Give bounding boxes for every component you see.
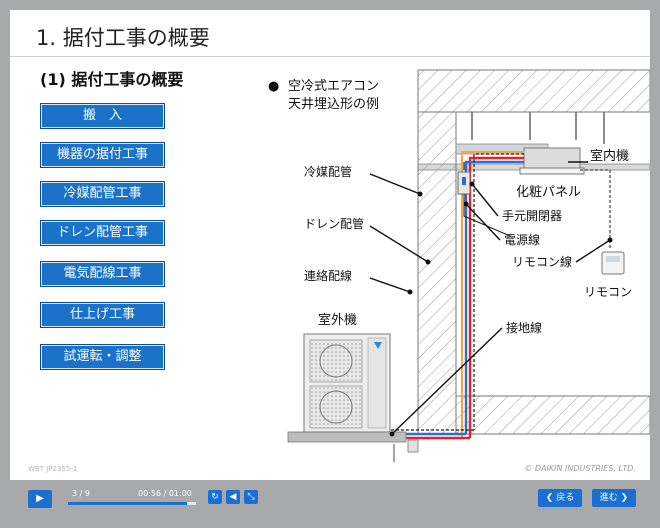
- progress-fill: [68, 502, 188, 505]
- volume-button[interactable]: ◀: [226, 490, 240, 504]
- label-power-line: 電源線: [504, 232, 540, 247]
- outdoor-base: [287, 431, 407, 443]
- label-hand-switch: 手元開閉器: [502, 209, 562, 223]
- menu-button-refrigerant-piping[interactable]: 冷媒配管工事: [40, 181, 165, 207]
- label-drain-pipe: ドレン配管: [304, 216, 364, 231]
- progress-bar[interactable]: [68, 502, 196, 505]
- slide-counter: 3 / 9: [72, 489, 90, 498]
- diagram-caption-line1: 空冷式エアコン: [288, 79, 379, 94]
- indoor-unit: [523, 147, 581, 169]
- play-icon: ▶: [36, 493, 44, 504]
- caption-bullet: ●: [268, 79, 279, 94]
- section-subtitle: (1) 据付工事の概要: [40, 70, 184, 89]
- replay-icon: ↻: [211, 492, 219, 502]
- volume-icon: ◀: [229, 492, 237, 502]
- menu-button-equipment-install[interactable]: 機器の据付工事: [40, 142, 165, 168]
- diagram-caption-line2: 天井埋込形の例: [288, 97, 379, 112]
- next-button[interactable]: 進む ❯: [592, 489, 636, 507]
- menu-button-electrical-wiring[interactable]: 電気配線工事: [40, 261, 165, 287]
- copyright: © DAIKIN INDUSTRIES, LTD.: [524, 464, 636, 473]
- label-remote-line: リモコン線: [512, 254, 572, 269]
- fullscreen-button[interactable]: ⤡: [244, 490, 258, 504]
- label-ground-wire: 接地線: [506, 320, 542, 335]
- menu-button-delivery[interactable]: 搬 入: [40, 103, 165, 129]
- replay-button[interactable]: ↻: [208, 490, 222, 504]
- label-indoor-unit: 室内機: [590, 148, 629, 164]
- slide-canvas: 1. 据付工事の概要 (1) 据付工事の概要 搬 入 機器の据付工事 冷媒配管工…: [10, 10, 650, 480]
- label-outdoor-unit: 室外機: [318, 312, 357, 328]
- label-connecting-wire: 連絡配線: [304, 268, 352, 283]
- menu-button-drain-piping[interactable]: ドレン配管工事: [40, 220, 165, 246]
- label-refrigerant-pipe: 冷媒配管: [304, 164, 352, 179]
- menu-button-finishing[interactable]: 仕上げ工事: [40, 302, 165, 328]
- time-readout: 00:56 / 01:00: [138, 489, 192, 498]
- wall: [417, 111, 457, 435]
- decorative-panel: [519, 167, 585, 175]
- menu-button-test-run[interactable]: 試運転・調整: [40, 344, 165, 370]
- label-decorative-panel: 化粧パネル: [516, 185, 581, 200]
- slide-title: 1. 据付工事の概要: [36, 26, 210, 50]
- course-code: WBT JP2355-1: [28, 465, 78, 473]
- ceiling-slab: [417, 69, 650, 113]
- label-remote: リモコン: [584, 285, 632, 299]
- play-button[interactable]: ▶: [28, 490, 52, 508]
- back-button[interactable]: ❮ 戻る: [538, 489, 582, 507]
- player-control-bar: ▶ 3 / 9 00:56 / 01:00 ↻ ◀ ⤡ ❮ 戻る 進む ❯: [0, 482, 660, 528]
- installation-diagram: ● 空冷式エアコン 天井埋込形の例 室内機 化粧パネル 冷媒配管 ドレン配管 連…: [268, 69, 650, 462]
- title-divider: [10, 56, 650, 57]
- floor-slab: [455, 395, 650, 435]
- remote-controller: [601, 251, 625, 275]
- fullscreen-icon: ⤡: [247, 492, 255, 502]
